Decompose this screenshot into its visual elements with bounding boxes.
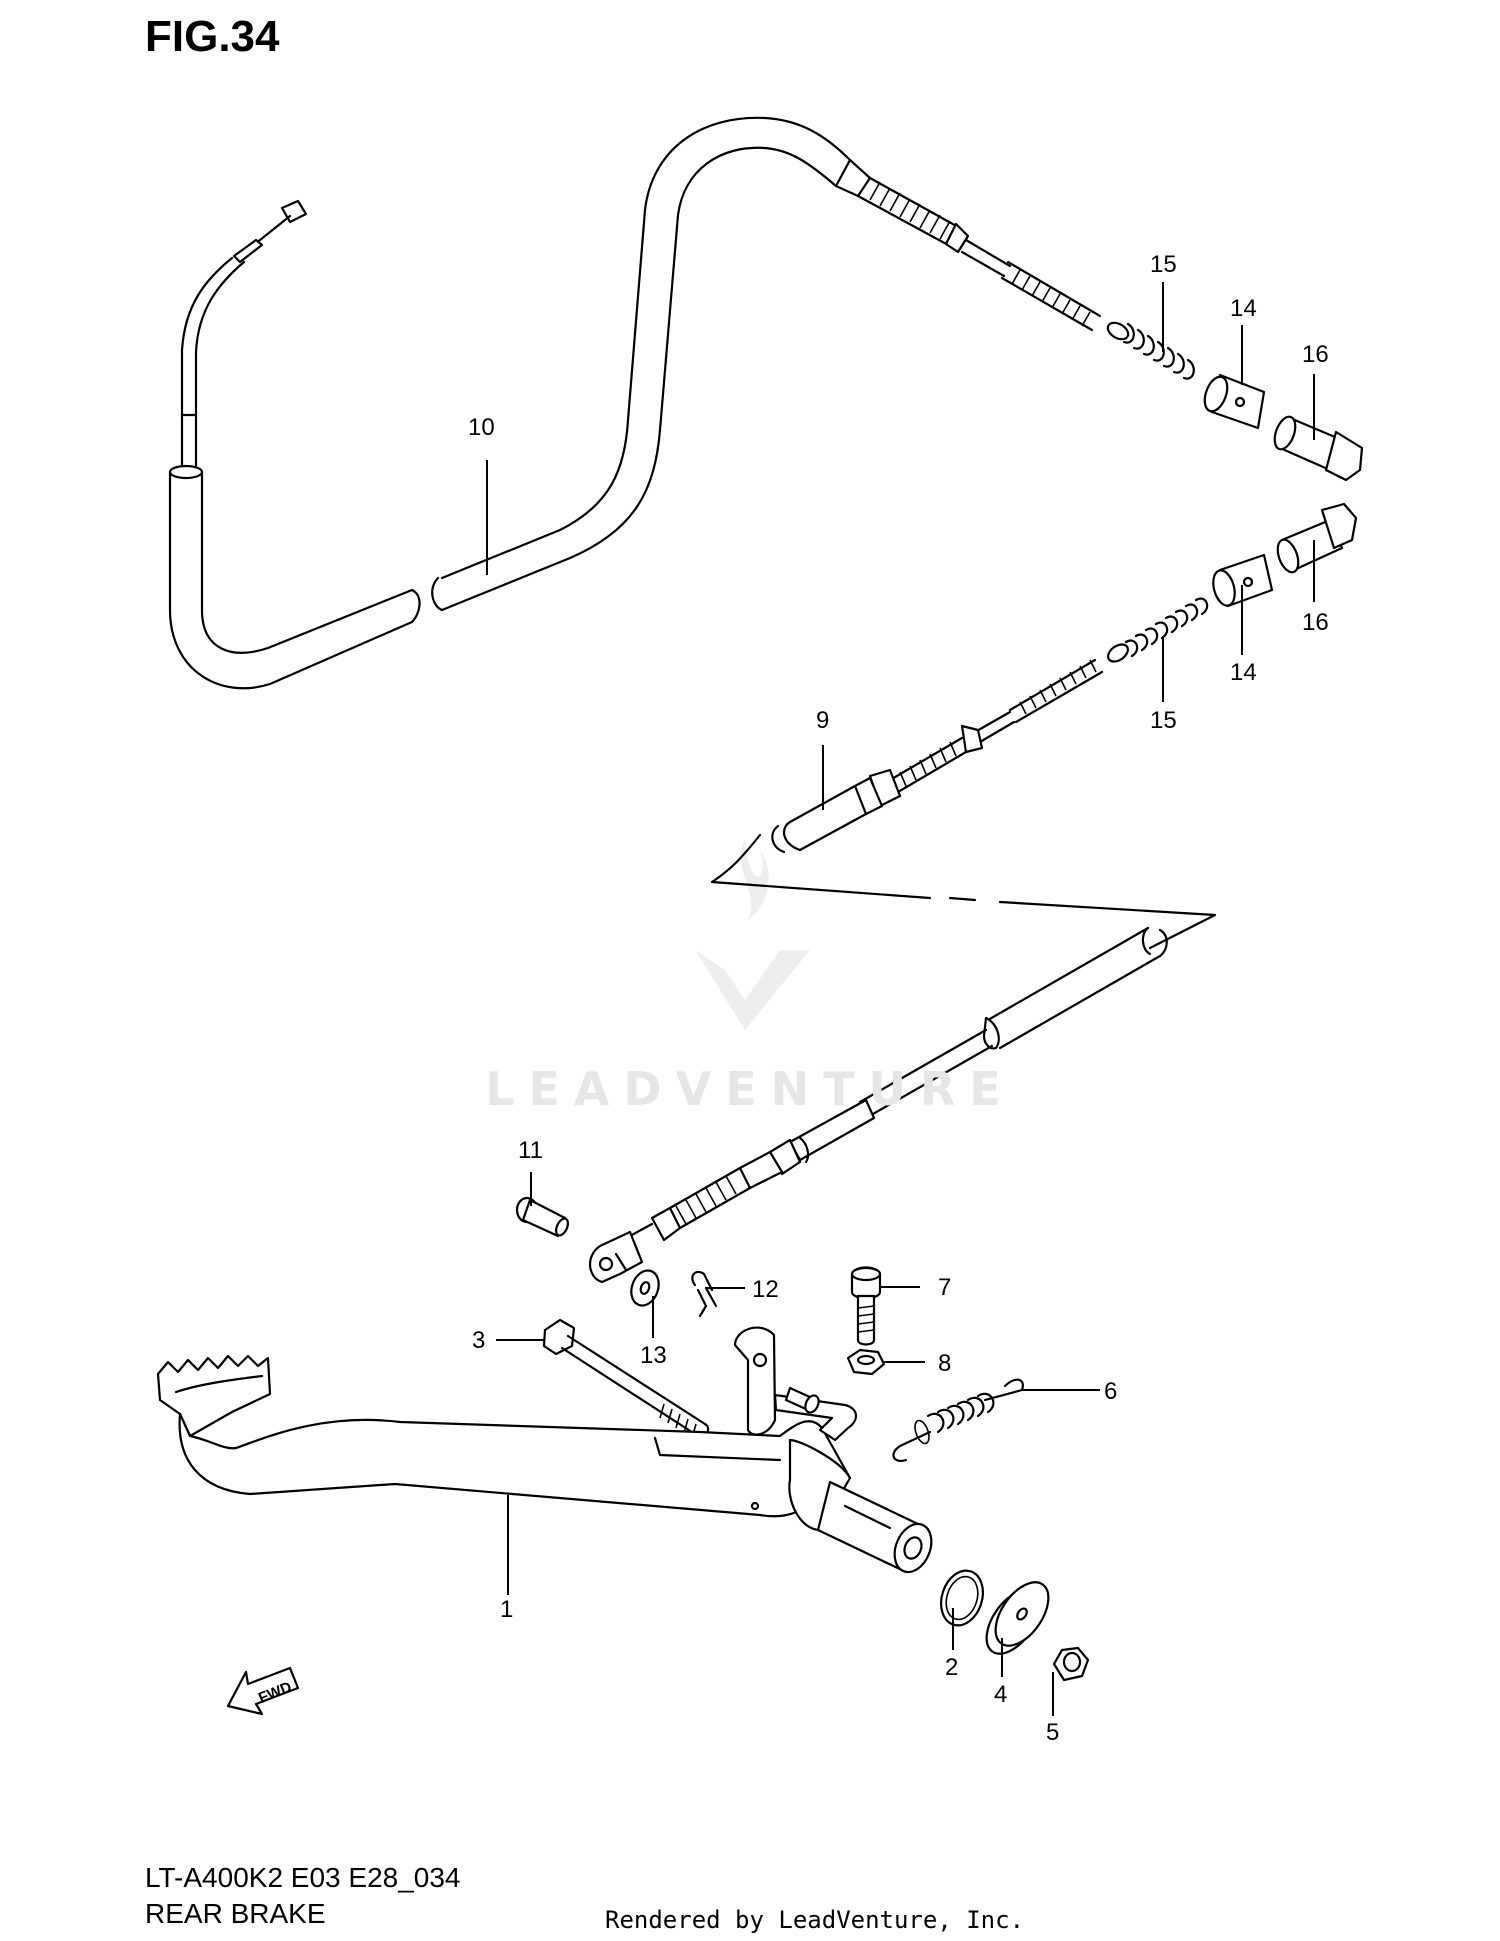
- callout-12: 12: [752, 1276, 779, 1303]
- cotter-pin-12: [691, 1270, 718, 1318]
- nut-5: [1052, 1646, 1090, 1682]
- callout-4: 4: [994, 1681, 1007, 1708]
- callout-13: 13: [640, 1342, 667, 1369]
- collar-14-upper: [1203, 373, 1266, 430]
- bolt-7: [850, 1266, 882, 1346]
- callout-15-lower: 15: [1150, 707, 1177, 734]
- collar-14-lower: [1212, 553, 1274, 608]
- callout-9: 9: [816, 707, 829, 734]
- figure-title: FIG.34: [145, 12, 280, 61]
- callout-1: 1: [500, 1596, 513, 1623]
- callout-11: 11: [518, 1137, 543, 1164]
- callout-10: 10: [468, 414, 495, 441]
- washer-4: [985, 1581, 1050, 1655]
- section-name: REAR BRAKE: [145, 1898, 326, 1929]
- spring-15-upper: [1106, 321, 1195, 380]
- callout-15-upper: 15: [1150, 251, 1177, 278]
- figure-ref-code: LT-A400K2 E03 E28_034: [145, 1862, 461, 1893]
- brake-pedal-1: [156, 1326, 933, 1574]
- pin-16-upper: [1273, 415, 1364, 482]
- callout-16-lower: 16: [1302, 609, 1329, 636]
- bolt-3: [542, 1318, 710, 1439]
- watermark-logo: [695, 840, 810, 1030]
- watermark-text: LEADVENTURE: [485, 1062, 1015, 1116]
- pin-11: [515, 1196, 570, 1238]
- callout-5: 5: [1046, 1719, 1059, 1746]
- callout-16-upper: 16: [1302, 341, 1329, 368]
- washer-13: [630, 1269, 660, 1307]
- callout-labels: 1 2 3 4 5 6 7 8 9 10 11 12 13 14 14 15 1…: [468, 251, 1329, 1746]
- spring-15-lower: [1107, 597, 1209, 663]
- callout-14-lower: 14: [1230, 659, 1257, 686]
- cable-10: [168, 116, 1102, 690]
- render-credit: Rendered by LeadVenture, Inc.: [605, 1906, 1025, 1934]
- leader-lines: [486, 282, 1315, 1716]
- spring-6: [892, 1378, 1024, 1462]
- fwd-arrow-icon: FWD: [226, 1666, 300, 1716]
- cable-9: [589, 658, 1217, 1284]
- nut-8: [846, 1348, 886, 1376]
- callout-6: 6: [1104, 1378, 1117, 1405]
- callout-2: 2: [945, 1654, 958, 1681]
- callout-8: 8: [938, 1350, 951, 1377]
- pin-16-lower: [1276, 502, 1358, 574]
- callout-7: 7: [938, 1274, 951, 1301]
- o-ring-2: [940, 1569, 984, 1627]
- callout-14-upper: 14: [1230, 295, 1257, 322]
- callout-3: 3: [472, 1327, 485, 1354]
